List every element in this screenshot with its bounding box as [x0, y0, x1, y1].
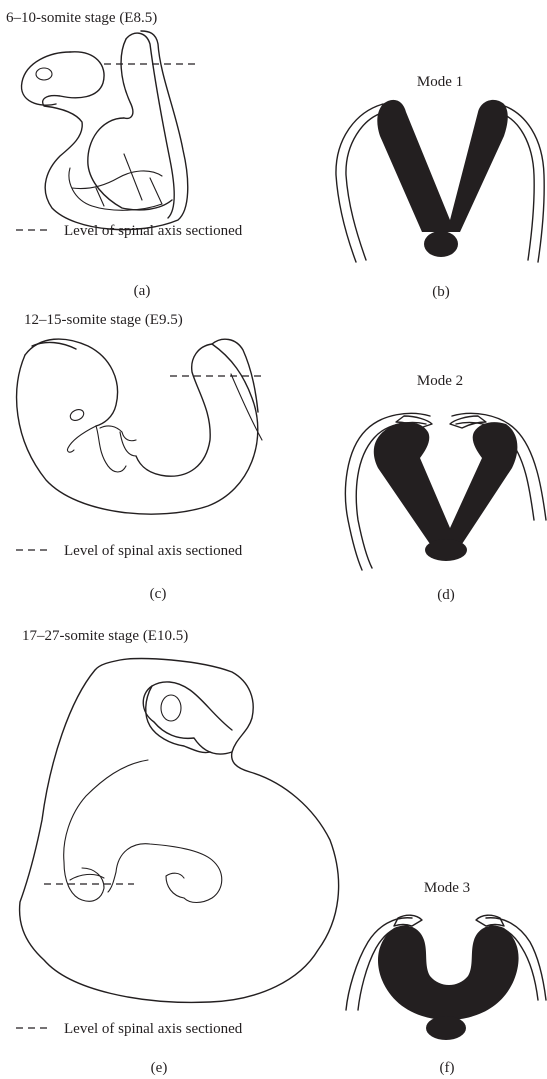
embryo-e10-5-outline — [20, 659, 339, 1003]
legend-label-e: Level of spinal axis sectioned — [64, 1021, 243, 1037]
mode-3-title: Mode 3 — [424, 880, 470, 896]
legend-label-c: Level of spinal axis sectioned — [64, 543, 243, 559]
panel-f: Mode 3 (f) — [346, 880, 546, 1076]
neural-tube-mode-3 — [346, 915, 546, 1040]
panel-a: 6–10-somite stage (E8.5) Level of spinal… — [6, 10, 243, 299]
panel-c: 12–15-somite stage (E9.5) Level of spina… — [16, 312, 262, 602]
neural-tube-mode-2 — [345, 413, 546, 570]
mode-2-title: Mode 2 — [417, 373, 463, 389]
panel-label-b: (b) — [432, 284, 450, 300]
panel-e: 17–27-somite stage (E10.5) Level of spin… — [16, 628, 339, 1076]
panel-label-f: (f) — [440, 1060, 455, 1076]
stage-a-title: 6–10-somite stage (E8.5) — [6, 10, 157, 26]
panel-label-d: (d) — [437, 587, 455, 603]
neural-tube-mode-1 — [336, 100, 544, 262]
embryo-e9-5-outline — [17, 339, 262, 514]
panel-b: Mode 1 (b) — [336, 74, 544, 300]
mode-1-title: Mode 1 — [417, 74, 463, 90]
stage-c-title: 12–15-somite stage (E9.5) — [24, 312, 183, 328]
stage-e-title: 17–27-somite stage (E10.5) — [22, 628, 188, 644]
embryo-e8-5-outline — [22, 31, 188, 230]
legend-label-a: Level of spinal axis sectioned — [64, 223, 243, 239]
panel-label-e: (e) — [151, 1060, 168, 1076]
panel-d: Mode 2 (d) — [345, 373, 546, 603]
panel-label-a: (a) — [134, 283, 151, 299]
panel-label-c: (c) — [150, 586, 167, 602]
